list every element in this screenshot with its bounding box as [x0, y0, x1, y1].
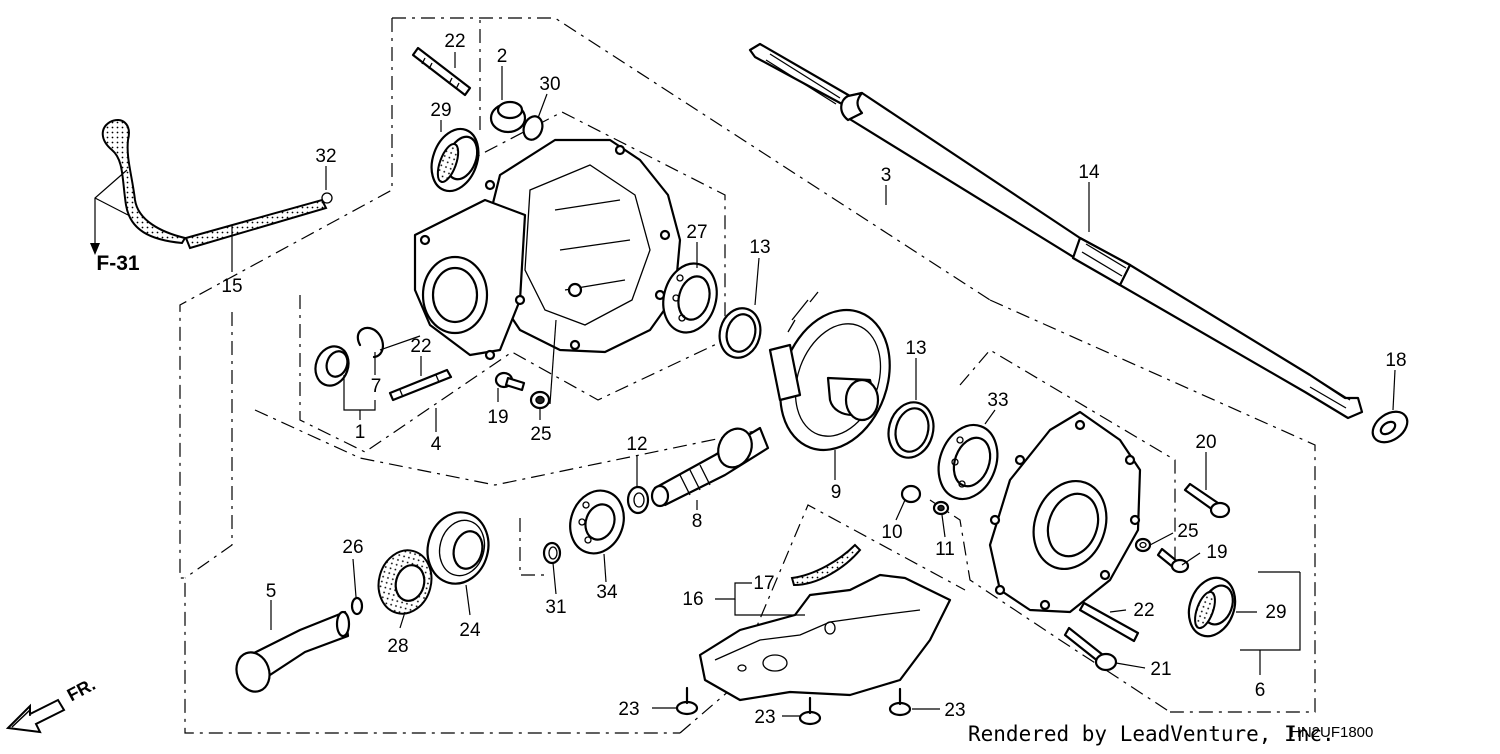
callout-23-right: 23 [944, 700, 965, 721]
leader-lines [231, 52, 1396, 717]
callout-6: 6 [1255, 680, 1266, 701]
callout-7: 7 [371, 376, 382, 397]
callout-29-top: 29 [430, 100, 451, 121]
callout-29-right: 29 [1265, 602, 1286, 623]
bolt-19-right [1156, 547, 1190, 574]
bolt-23-left [675, 686, 699, 716]
callout-19-right: 19 [1206, 542, 1227, 563]
callout-5: 5 [266, 581, 277, 602]
bearing-27 [662, 262, 718, 334]
callout-34: 34 [596, 582, 618, 603]
stud-22-right [1078, 601, 1140, 643]
nut-10 [900, 484, 922, 504]
callout-8: 8 [692, 511, 703, 532]
ring-31 [542, 541, 562, 565]
callout-21: 21 [1150, 659, 1171, 680]
bolt-20 [1183, 482, 1231, 519]
shim-13-left [718, 307, 762, 359]
callout-24: 24 [459, 620, 481, 641]
callout-33: 33 [987, 390, 1008, 411]
callout-25-right: 25 [1177, 521, 1198, 542]
callout-30: 30 [539, 74, 560, 95]
render-credit: Rendered by LeadVenture, Inc. [968, 722, 1335, 746]
ring-gear-9 [768, 291, 891, 452]
diagram-code: HN2UF1800 [1290, 724, 1373, 741]
bolt-19-left [494, 371, 526, 392]
front-direction-arrow [5, 698, 66, 734]
callout-17: 17 [753, 573, 774, 594]
callout-1: 1 [355, 422, 366, 443]
plug-2 [489, 100, 544, 141]
callout-27: 27 [686, 222, 707, 243]
callout-9: 9 [831, 482, 842, 503]
washer-25-right [1134, 537, 1152, 553]
washer-18 [1371, 410, 1409, 444]
gear-case [413, 138, 682, 361]
stud-22-top [411, 46, 472, 97]
callout-19-left: 19 [487, 407, 508, 428]
breather-hose [90, 119, 333, 255]
bolt-21 [1063, 626, 1118, 672]
callout-4: 4 [431, 434, 442, 455]
callout-25-left: 25 [530, 424, 551, 445]
callout-15: 15 [221, 276, 242, 297]
washer-11 [932, 500, 950, 516]
callout-23-left: 23 [618, 699, 639, 720]
needle-bearing-1 [314, 345, 350, 387]
pinion-gear-8 [650, 426, 770, 508]
bolt-23-right [888, 687, 912, 717]
callout-12: 12 [626, 434, 647, 455]
callout-11: 11 [935, 539, 955, 560]
callout-22-right: 22 [1133, 600, 1154, 621]
shim-13-right [887, 401, 935, 459]
axle-shaft [748, 42, 1364, 420]
bolt-23-center [798, 696, 822, 726]
callout-10: 10 [881, 522, 902, 543]
bearing-34 [569, 489, 625, 555]
callout-22-top: 22 [444, 31, 465, 52]
callout-2: 2 [497, 46, 508, 67]
callout-22-left: 22 [410, 336, 431, 357]
callout-26: 26 [342, 537, 363, 558]
circlip-7 [356, 326, 384, 359]
callout-18: 18 [1385, 350, 1406, 371]
oil-seal-29-right [1187, 576, 1237, 638]
callout-32: 32 [315, 146, 336, 167]
joint-24 [426, 511, 490, 585]
callout-13-left: 13 [749, 237, 770, 258]
front-label: FR. [64, 674, 99, 705]
reference-label: F-31 [96, 252, 140, 275]
callout-3: 3 [881, 165, 892, 186]
shim-12 [626, 485, 650, 515]
callout-28: 28 [387, 636, 408, 657]
stud-22-left [388, 368, 453, 402]
skid-plate-16 [698, 573, 952, 702]
callout-13-right: 13 [905, 338, 926, 359]
callout-20: 20 [1195, 432, 1216, 453]
hose-17 [790, 543, 862, 587]
callout-14: 14 [1078, 162, 1100, 183]
callout-31: 31 [545, 597, 566, 618]
callouts: 22 2 30 29 32 15 27 13 3 14 7 22 1 4 19 … [221, 31, 1406, 728]
oil-seal-29-top [430, 127, 480, 193]
callout-16: 16 [682, 589, 703, 610]
circlip-26 [350, 596, 364, 616]
callout-23-center: 23 [754, 707, 775, 728]
washer-25-left [529, 390, 551, 410]
coupling-28 [377, 549, 433, 615]
group-outlines [179, 17, 1316, 734]
bearing-33 [937, 423, 999, 501]
sleeve-5 [235, 610, 351, 693]
case-cover [988, 410, 1142, 614]
